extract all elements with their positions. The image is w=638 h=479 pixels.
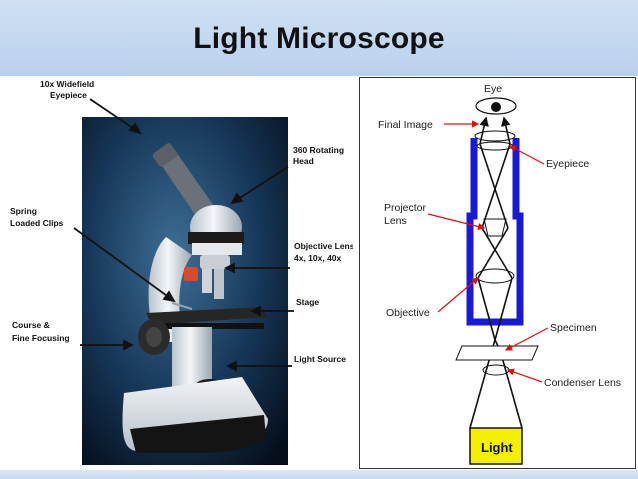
nosepiece [200,255,230,269]
label-objective-1: Objective Lens [294,241,353,251]
label-objective: Objective [386,307,430,319]
head-band [188,232,244,244]
specimen-slide [456,346,538,360]
label-clips-1: Spring [10,206,37,216]
projector-lens [484,219,506,236]
label-eyepiece-1: 10x Widefield [40,79,94,89]
microscope-photo-panel: 10x Widefield Eyepiece 360 Rotating Head… [6,77,353,468]
fine-focus-knob [146,327,162,347]
label-stage: Stage [296,297,319,307]
label-eyepiece-2: Eyepiece [50,90,87,100]
label-objective-2: 4x, 10x, 40x [294,253,342,263]
eye-pupil [491,102,501,112]
slide-title: Light Microscope [0,22,638,56]
label-focus-2: Fine Focusing [12,333,70,343]
label-condenser: Condenser Lens [544,377,621,389]
microscope-photo-svg: 10x Widefield Eyepiece 360 Rotating Head… [6,77,353,468]
label-head-1: 360 Rotating [293,145,344,155]
label-final-image: Final Image [378,119,433,131]
optics-diagram-svg: Eye L [360,78,637,470]
objective-red [184,267,198,281]
footer-band [0,470,638,479]
label-projector-1: Projector [384,202,427,214]
label-head-2: Head [293,156,314,166]
pointer-condenser [508,370,542,382]
label-light-source: Light Source [294,354,346,364]
label-eye: Eye [484,83,502,95]
label-projector-2: Lens [384,215,407,227]
label-clips-2: Loaded Clips [10,218,64,228]
label-light: Light [481,440,513,455]
label-focus-1: Course & [12,320,50,330]
label-eyepiece: Eyepiece [546,158,589,170]
pillar [172,327,212,387]
label-specimen: Specimen [550,322,597,334]
pointer-arrows [428,124,548,382]
optics-diagram-panel: Eye L [359,77,636,469]
objective-2 [214,269,224,299]
objective-1 [202,269,212,293]
